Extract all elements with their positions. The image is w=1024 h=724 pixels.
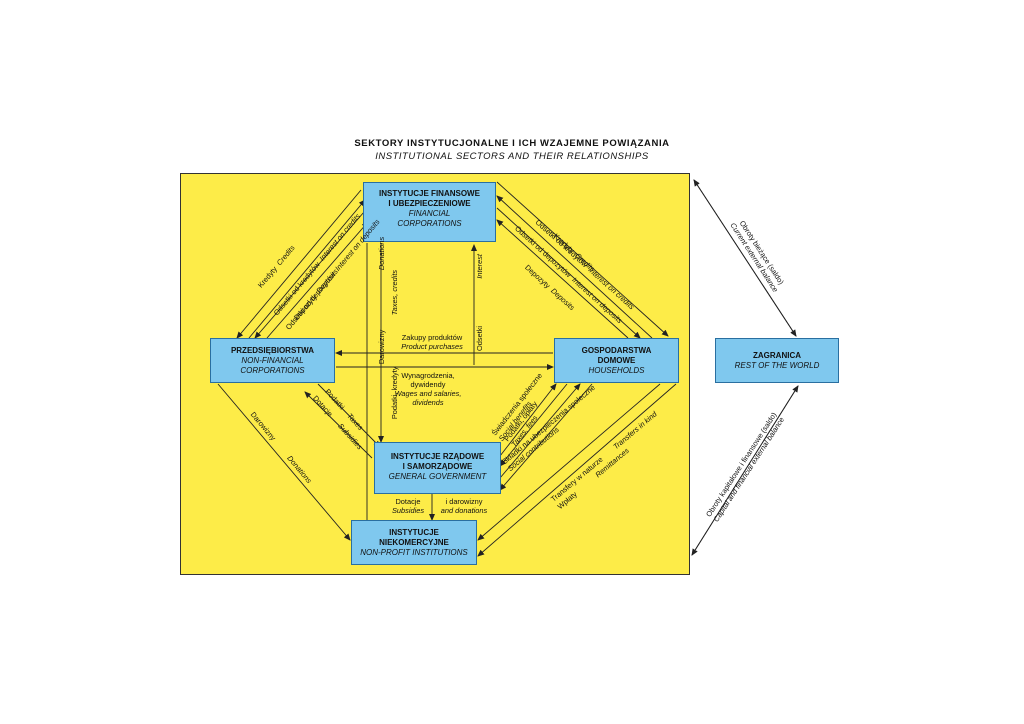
title-english: INSTITUTIONAL SECTORS AND THEIR RELATION… (375, 151, 649, 162)
label-interest-vertical: Odsetki Interest (474, 254, 484, 351)
label-donations-vertical: Darowizny Donations (377, 236, 387, 365)
box-label: I UBEZPIECZENIOWE (388, 199, 471, 208)
box-non-profit-institutions: INSTYTUCJE NIEKOMERCYJNE NON-PROFIT INST… (351, 520, 477, 565)
box-label: INSTYTUCJE (389, 528, 439, 537)
box-label: REST OF THE WORLD (734, 361, 820, 370)
box-financial-corporations: INSTYTUCJE FINANSOWE I UBEZPIECZENIOWE F… (363, 182, 496, 242)
box-label: NIEKOMERCYJNE (379, 538, 449, 547)
box-label: HOUSEHOLDS (588, 366, 645, 375)
box-label: CORPORATIONS (397, 219, 462, 228)
diagram-title: SEKTORY INSTYTUCJONALNE I ICH WZAJEMNE P… (0, 138, 1024, 162)
box-label: NON-FINANCIAL (241, 356, 304, 365)
box-non-financial-corporations: PRZEDSIĘBIORSTWA NON-FINANCIAL CORPORATI… (210, 338, 335, 383)
box-label: INSTYTUCJE RZĄDOWE (390, 452, 485, 461)
box-label: ZAGRANICA (753, 351, 801, 360)
box-label: I SAMORZĄDOWE (402, 462, 473, 471)
box-general-government: INSTYTUCJE RZĄDOWE I SAMORZĄDOWE GENERAL… (374, 442, 501, 494)
box-label: CORPORATIONS (240, 366, 305, 375)
box-label: GOSPODARSTWA (581, 346, 652, 355)
title-polish: SEKTORY INSTYTUCJONALNE I ICH WZAJEMNE P… (354, 138, 670, 149)
box-label: GENERAL GOVERNMENT (388, 472, 487, 481)
box-label: FINANCIAL (408, 209, 451, 218)
box-households: GOSPODARSTWA DOMOWE HOUSEHOLDS (554, 338, 679, 383)
box-label: DOMOWE (597, 356, 636, 365)
box-label: INSTYTUCJE FINANSOWE (379, 189, 480, 198)
box-label: NON-PROFIT INSTITUTIONS (360, 548, 468, 557)
box-label: PRZEDSIĘBIORSTWA (230, 346, 315, 355)
box-rest-of-world: ZAGRANICA REST OF THE WORLD (715, 338, 839, 383)
